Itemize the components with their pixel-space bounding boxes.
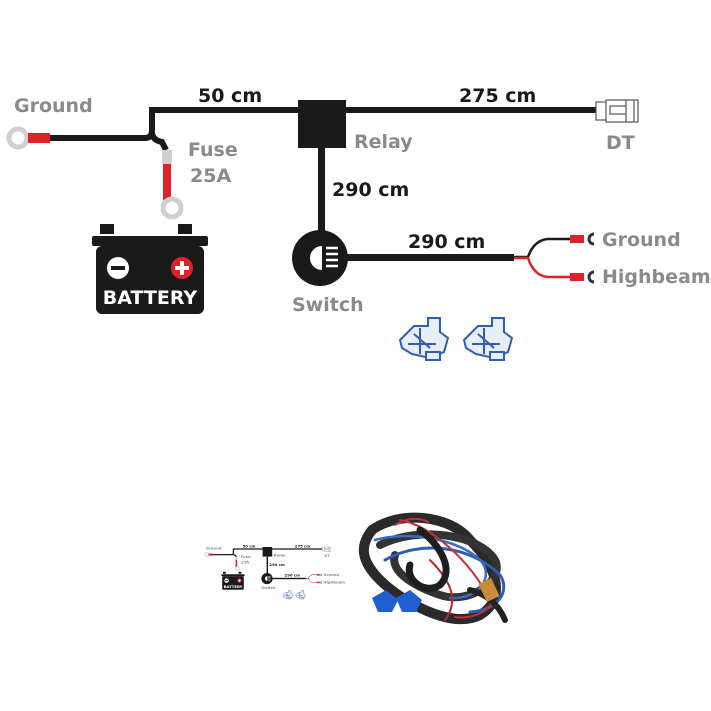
highbeam-split-wire <box>514 256 572 279</box>
battery-icon: BATTERY <box>92 224 208 314</box>
cable-length-290-vertical: 290 cm <box>332 179 409 201</box>
relay-icon <box>298 100 346 148</box>
highbeam-label: Highbeam <box>602 266 711 288</box>
dt-label: DT <box>606 132 635 154</box>
battery-label: BATTERY <box>103 287 198 309</box>
cable-length-275: 275 cm <box>459 85 536 107</box>
blue-tap-connectors-photo <box>372 590 422 612</box>
highbeam-lead-icon <box>570 273 584 281</box>
relay-label: Relay <box>354 131 413 153</box>
ground-right-label: Ground <box>602 229 681 251</box>
fuse-wire <box>149 131 169 152</box>
fuse-red-lead <box>163 164 171 200</box>
switch-label: Switch <box>292 294 364 316</box>
ground-left-label: Ground <box>14 95 93 117</box>
ground-spade-icon <box>587 232 595 246</box>
fuse-label: Fuse <box>188 139 238 161</box>
headlight-glyph-icon <box>310 246 322 270</box>
dt-connector-icon <box>595 99 639 123</box>
highbeam-spade-icon <box>587 270 595 284</box>
relay-switch-wire <box>318 148 325 238</box>
ground-lead-icon <box>570 235 584 243</box>
cable-length-290-horizontal: 290 cm <box>408 231 485 253</box>
wire-tap-connector-icon <box>399 317 449 361</box>
wiring-harness-photo <box>358 512 508 625</box>
switch-out-wire <box>346 254 514 261</box>
fuse-ring-terminal-icon <box>160 196 184 220</box>
ground-ring-terminal-icon <box>6 126 30 150</box>
ground-red-lead <box>28 133 50 143</box>
wire-tap-connector-icon <box>463 317 513 361</box>
diagram-thumbnail <box>205 543 345 599</box>
fuse-rating: 25A <box>190 165 231 187</box>
ground-split-wire <box>514 237 572 259</box>
cable-length-50: 50 cm <box>198 85 262 107</box>
headlight-beams-icon <box>326 246 338 268</box>
fuse-icon <box>162 150 172 164</box>
wiring-diagram: BATTERY Ground 50 cm Fuse 25A Relay 275 … <box>6 85 711 361</box>
